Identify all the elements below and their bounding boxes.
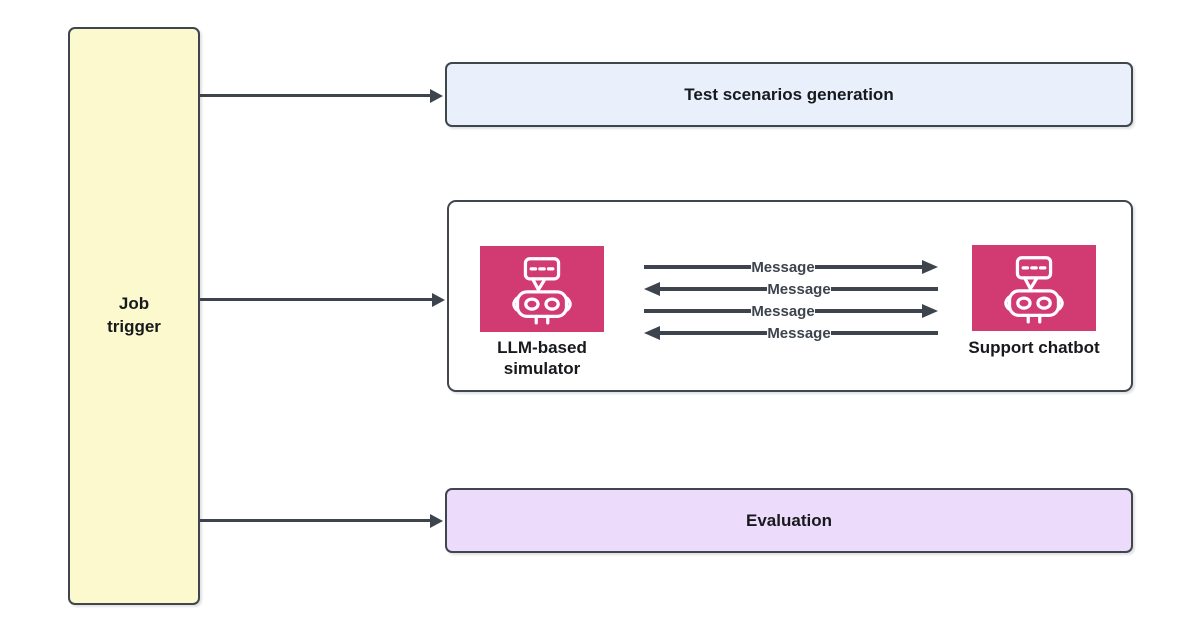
arrow-line xyxy=(644,309,752,313)
arrow-right-icon xyxy=(922,304,938,318)
simulator-label: LLM-based simulator xyxy=(497,338,587,379)
support-chatbot-label: Support chatbot xyxy=(968,338,1100,357)
node-evaluation: Evaluation xyxy=(445,488,1133,553)
node-job-trigger: Job trigger xyxy=(68,27,200,605)
message-label: Message xyxy=(751,258,815,276)
arrow-left-icon xyxy=(644,326,660,340)
evaluation-label: Evaluation xyxy=(746,510,832,530)
job-trigger-label: Job trigger xyxy=(107,294,161,336)
arrow-left-icon xyxy=(644,282,660,296)
arrow-line xyxy=(830,331,938,335)
chatbot-robot-icon xyxy=(972,245,1096,331)
arrow-line xyxy=(660,331,768,335)
arrow-line xyxy=(814,265,922,269)
arrow-right-icon xyxy=(200,513,443,528)
message-arrow-right: Message xyxy=(644,259,938,275)
message-label: Message xyxy=(767,280,831,298)
node-simulation-container: LLM-based simulator Support chatbot xyxy=(447,200,1133,392)
arrow-line xyxy=(830,287,938,291)
message-arrow-right: Message xyxy=(644,303,938,319)
message-arrow-left: Message xyxy=(644,281,938,297)
node-test-scenarios-generation: Test scenarios generation xyxy=(445,62,1133,127)
arrow-line xyxy=(814,309,922,313)
test-scenarios-label: Test scenarios generation xyxy=(684,84,894,104)
arrow-right-icon xyxy=(200,88,443,103)
arrow-line xyxy=(660,287,768,291)
message-label: Message xyxy=(767,324,831,342)
chatbot-robot-icon xyxy=(480,246,604,332)
message-label: Message xyxy=(751,302,815,320)
arrow-line xyxy=(644,265,752,269)
arrow-right-icon xyxy=(200,292,445,307)
message-arrow-left: Message xyxy=(644,325,938,341)
arrow-right-icon xyxy=(922,260,938,274)
